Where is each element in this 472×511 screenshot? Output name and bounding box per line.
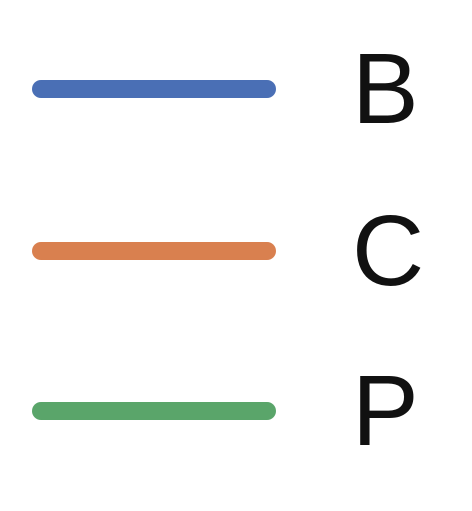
legend-label-p: P (352, 355, 419, 467)
legend-swatch-c (32, 242, 276, 260)
legend-entry-c: C (0, 191, 472, 311)
legend-entry-b: B (0, 29, 472, 149)
legend-label-b: B (352, 33, 419, 145)
legend-swatch-b (32, 80, 276, 98)
legend-swatch-p (32, 402, 276, 420)
legend-label-c: C (352, 195, 425, 307)
legend-entry-p: P (0, 351, 472, 471)
